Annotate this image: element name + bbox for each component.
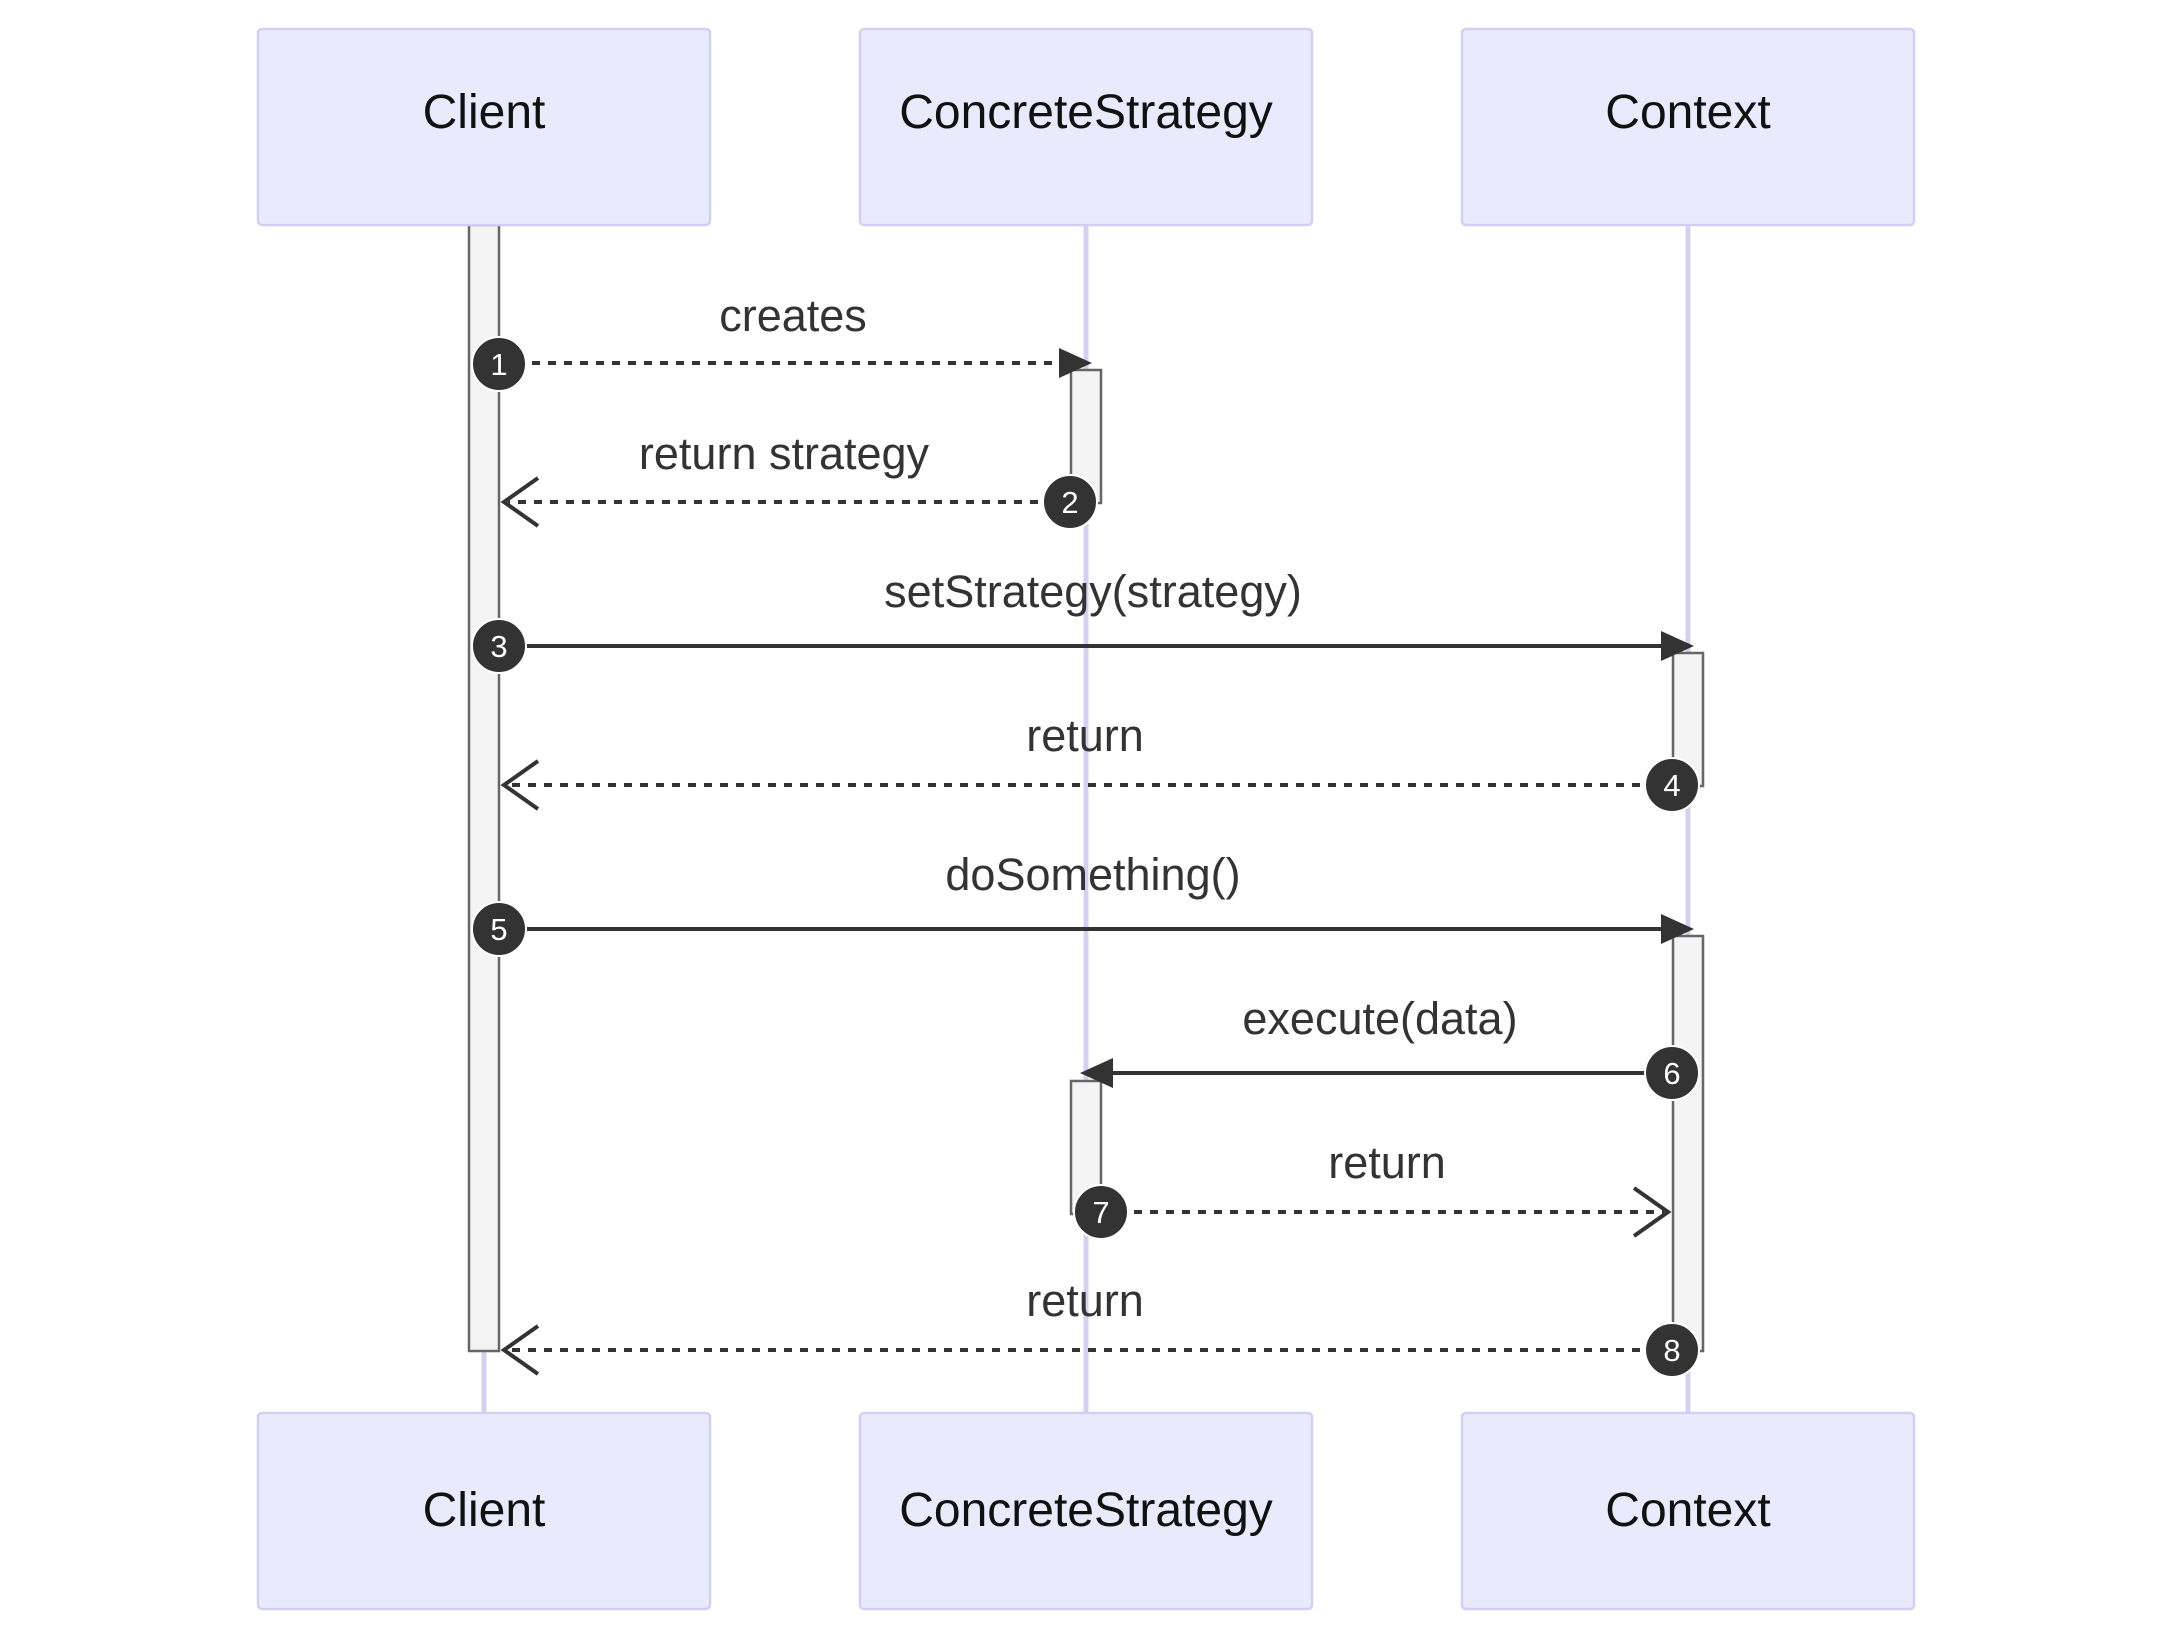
message-5-do-something: doSomething() 5 — [471, 849, 1694, 957]
arrow-head-open — [1632, 1186, 1672, 1238]
sequence-number: 6 — [1663, 1056, 1680, 1091]
participant-context-bottom: Context — [1460, 1411, 1916, 1611]
message-label: return — [1026, 1275, 1144, 1326]
participant-label: ConcreteStrategy — [899, 1484, 1273, 1537]
arrow-head-open — [500, 1324, 540, 1376]
sequence-number: 5 — [490, 912, 507, 947]
message-label: return strategy — [639, 428, 930, 479]
participant-label: Client — [423, 1484, 546, 1537]
message-label: return — [1328, 1137, 1446, 1188]
sequence-number: 7 — [1092, 1195, 1109, 1230]
sequence-number-badge — [1644, 757, 1700, 813]
sequence-number: 8 — [1663, 1333, 1680, 1368]
participant-context-top: Context — [1460, 27, 1916, 227]
message-label: setStrategy(strategy) — [884, 566, 1302, 617]
arrow-head-open — [500, 759, 540, 811]
participant-label: ConcreteStrategy — [899, 86, 1273, 139]
message-8-return: return 8 — [500, 1275, 1700, 1378]
participant-client-bottom: Client — [256, 1411, 712, 1611]
arrow-head-filled — [1080, 1058, 1113, 1088]
message-6-execute: execute(data) 6 — [1080, 993, 1700, 1101]
sequence-number-badge — [471, 336, 527, 392]
sequence-number-badge — [471, 901, 527, 957]
sequence-number: 4 — [1663, 768, 1680, 803]
message-1-creates: creates 1 — [471, 290, 1092, 392]
arrow-head-filled — [1059, 348, 1092, 378]
sequence-number-badge — [1042, 474, 1098, 530]
arrow-head-open — [500, 476, 540, 528]
message-label: creates — [719, 290, 867, 341]
activation-context-2 — [1671, 934, 1705, 1353]
sequence-number: 3 — [490, 629, 507, 664]
participant-label: Context — [1605, 86, 1770, 139]
sequence-number: 2 — [1061, 485, 1078, 520]
participant-label: Context — [1605, 1484, 1770, 1537]
message-4-return: return 4 — [500, 710, 1700, 813]
sequence-number: 1 — [490, 347, 507, 382]
sequence-number-badge — [471, 618, 527, 674]
message-label: doSomething() — [945, 849, 1240, 900]
arrow-head-filled — [1661, 914, 1694, 944]
message-3-set-strategy: setStrategy(strategy) 3 — [471, 566, 1694, 674]
message-2-return-strategy: return strategy 2 — [500, 428, 1098, 530]
participant-strategy-top: ConcreteStrategy — [858, 27, 1314, 227]
message-label: execute(data) — [1242, 993, 1517, 1044]
sequence-number-badge — [1644, 1045, 1700, 1101]
participant-client-top: Client — [256, 27, 712, 227]
message-label: return — [1026, 710, 1144, 761]
participant-strategy-bottom: ConcreteStrategy — [858, 1411, 1314, 1611]
participant-label: Client — [423, 86, 546, 139]
sequence-number-badge — [1644, 1322, 1700, 1378]
sequence-number-badge — [1073, 1184, 1129, 1240]
activation-client — [467, 223, 501, 1353]
arrow-head-filled — [1661, 631, 1694, 661]
message-7-return: return 7 — [1073, 1137, 1672, 1240]
